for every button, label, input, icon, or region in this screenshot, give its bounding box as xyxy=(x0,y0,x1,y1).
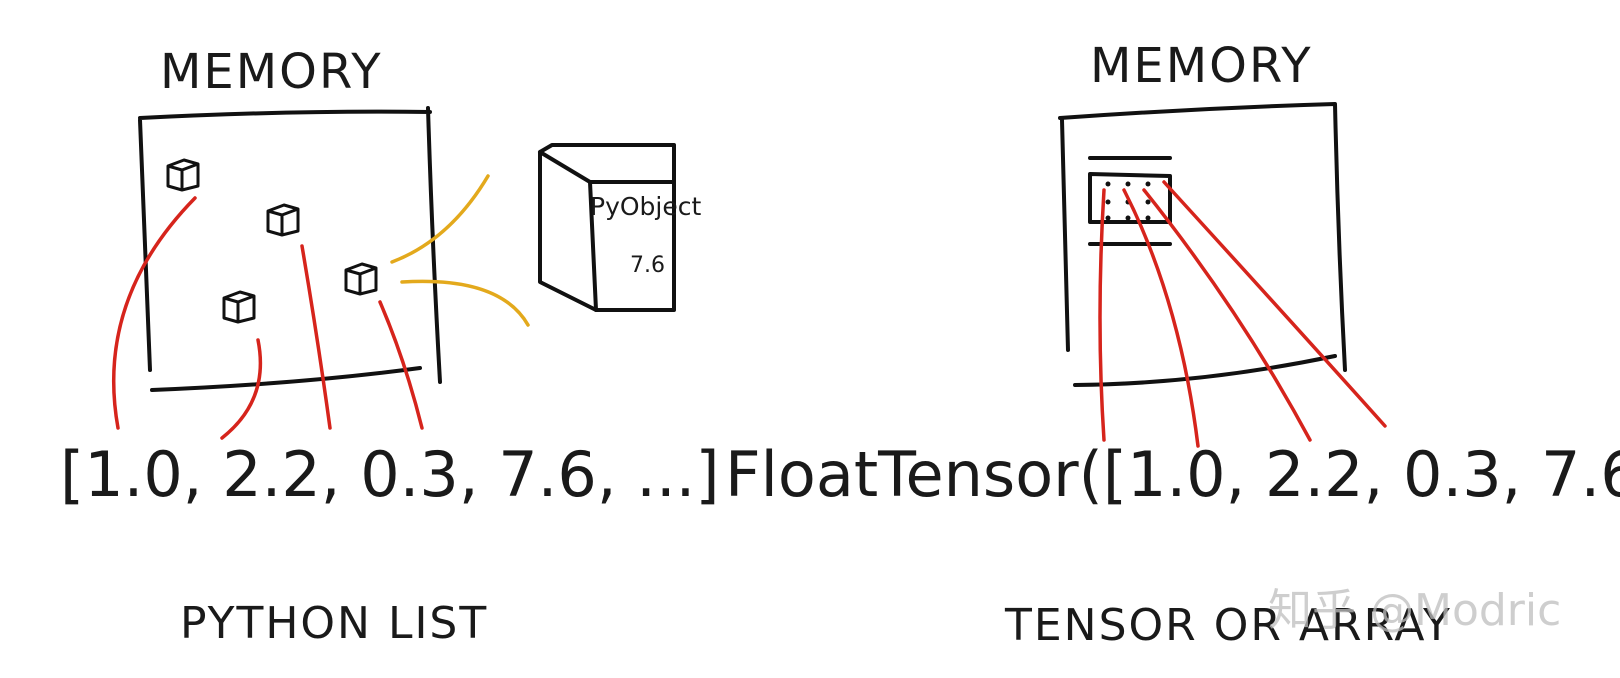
python-list-panel: MEMORY PyObject 7.6 [1.0, xyxy=(60,44,720,649)
tensor-pointer-arrow-1 xyxy=(1098,188,1106,442)
left-caption: PYTHON LIST xyxy=(180,598,488,649)
right-caption: TENSOR OR ARRAY xyxy=(1004,600,1452,651)
memory-object-3 xyxy=(344,262,378,296)
tensor-pointer-arrow-4 xyxy=(1162,180,1387,428)
tensor-panel: MEMORY FloatTensor([1.0, 2.2, 0.3, 7.6, … xyxy=(725,38,1620,651)
left-memory-box xyxy=(138,106,442,392)
left-memory-label: MEMORY xyxy=(160,44,383,100)
right-memory-label: MEMORY xyxy=(1090,38,1313,94)
tensor-pointer-arrow-3 xyxy=(1142,188,1312,442)
tensor-pointer-arrow-2 xyxy=(1122,188,1200,448)
pointer-arrow-1 xyxy=(111,196,197,430)
pyobject-label: PyObject xyxy=(590,192,701,221)
object-link-top xyxy=(390,174,490,264)
tensor-constructor: FloatTensor([1.0, 2.2, 0.3, 7.6, ...]) xyxy=(725,438,1620,511)
watermark: 知乎 @Modric xyxy=(1268,585,1561,636)
memory-object-2 xyxy=(266,203,300,237)
pointer-arrow-3 xyxy=(300,244,332,430)
memory-object-1 xyxy=(166,158,200,192)
pyobject-value: 7.6 xyxy=(630,253,665,278)
tensor-list-values: [1.0, 2.2, 0.3, 7.6, ...] xyxy=(1103,438,1620,511)
tensor-constructor-name: FloatTensor( xyxy=(725,438,1103,511)
right-memory-box xyxy=(1058,102,1347,387)
pointer-arrow-2 xyxy=(220,338,263,440)
object-link-bottom xyxy=(400,279,530,327)
left-list-values: [1.0, 2.2, 0.3, 7.6, ...] xyxy=(60,438,720,511)
pyobject-cube: PyObject 7.6 xyxy=(538,143,701,312)
memory-object-4 xyxy=(222,290,256,324)
pointer-arrow-4 xyxy=(378,300,424,430)
